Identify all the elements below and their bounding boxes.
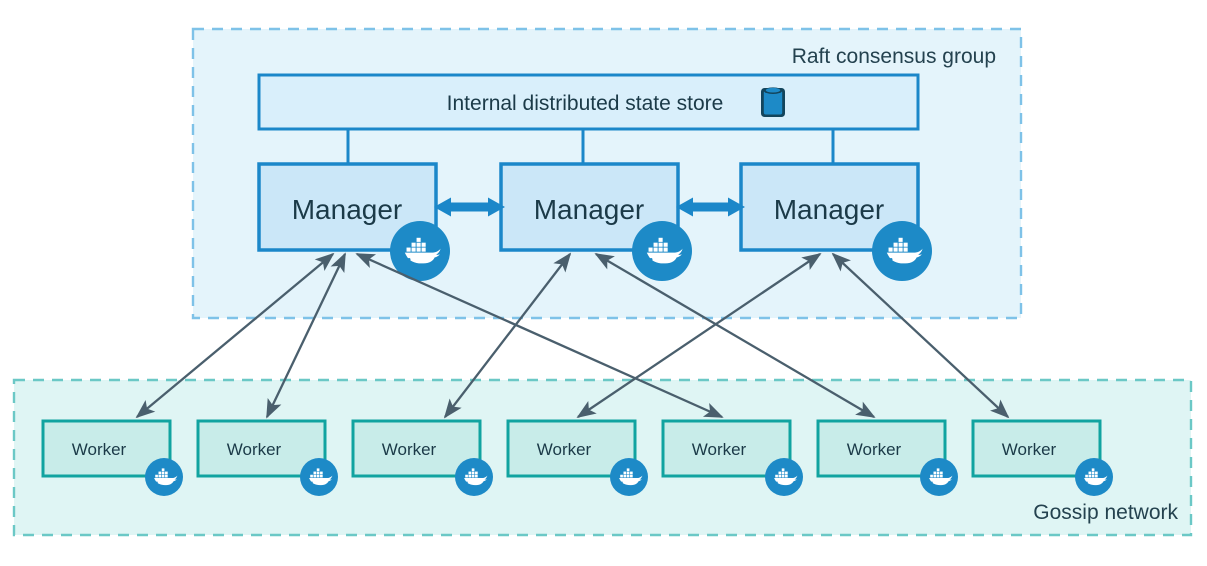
manager-node-3[interactable]: Manager [739, 162, 932, 281]
state-store-label: Internal distributed state store [447, 92, 724, 115]
state-store-box[interactable] [257, 73, 920, 131]
docker-whale-icon [1075, 458, 1113, 496]
link-manager-2-worker-6 [594, 253, 876, 418]
manager-node-2[interactable]: Manager [499, 162, 692, 281]
docker-whale-icon [145, 458, 183, 496]
worker-label-2: Worker [227, 440, 282, 459]
worker-label-7: Worker [1002, 440, 1057, 459]
worker-node-1[interactable]: Worker [41, 419, 183, 496]
docker-whale-icon [765, 458, 803, 496]
worker-node-3[interactable]: Worker [351, 419, 493, 496]
docker-whale-icon [920, 458, 958, 496]
raft-group-label: Raft consensus group [792, 45, 996, 68]
docker-whale-icon [455, 458, 493, 496]
link-manager-3-worker-7 [831, 252, 1010, 419]
worker-node-6[interactable]: Worker [816, 419, 958, 496]
manager-node-1[interactable]: Manager [257, 162, 450, 281]
database-cylinder-icon [761, 87, 785, 117]
worker-label-3: Worker [382, 440, 437, 459]
worker-label-6: Worker [847, 440, 902, 459]
manager-label-3: Manager [774, 194, 885, 225]
internal-state-store[interactable]: Internal distributed state store [257, 73, 920, 131]
manager-peer-link-1-2 [434, 197, 505, 217]
docker-whale-icon [632, 221, 692, 281]
docker-whale-icon [610, 458, 648, 496]
worker-box-7[interactable] [971, 419, 1102, 478]
link-manager-1-worker-2 [265, 252, 347, 419]
worker-node-5[interactable]: Worker [661, 419, 803, 496]
worker-label-1: Worker [72, 440, 127, 459]
worker-manager-links [135, 252, 1010, 419]
worker-node-2[interactable]: Worker [196, 419, 338, 496]
manager-label-1: Manager [292, 194, 403, 225]
worker-label-5: Worker [692, 440, 747, 459]
worker-node-4[interactable]: Worker [506, 419, 648, 496]
manager-peer-link-2-3 [676, 197, 745, 217]
docker-whale-icon [300, 458, 338, 496]
worker-node-7[interactable]: Worker [971, 419, 1113, 496]
docker-whale-icon [872, 221, 932, 281]
worker-label-4: Worker [537, 440, 592, 459]
gossip-group-label: Gossip network [1033, 501, 1178, 524]
manager-label-2: Manager [534, 194, 645, 225]
worker-box-4[interactable] [506, 419, 637, 478]
